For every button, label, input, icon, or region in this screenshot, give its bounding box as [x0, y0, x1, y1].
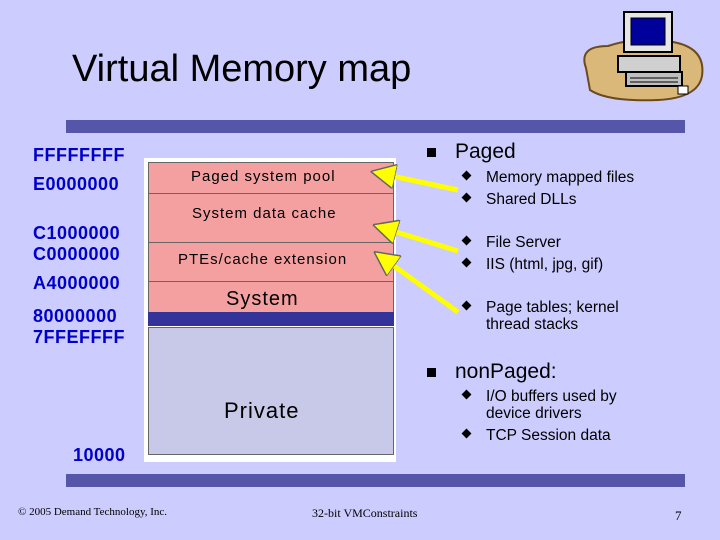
sub-bullet-text: Page tables; kernel thread stacks: [486, 299, 619, 333]
system-boundary-bar: [148, 312, 394, 326]
address-80000000: 80000000: [33, 306, 118, 326]
segment-label: Paged system pool: [191, 168, 336, 185]
segment-label: Private: [224, 398, 300, 423]
sub-bullet-text: File Server: [486, 234, 561, 251]
footer-rule: [66, 474, 685, 487]
address-10000: 10000: [73, 445, 126, 465]
sub-bullet-text: I/O buffers used by device drivers: [486, 388, 617, 422]
arrow-page-tables: [380, 256, 460, 315]
bullet-label: Paged: [455, 140, 516, 163]
footer-copyright: © 2005 Demand Technology, Inc.: [18, 506, 168, 518]
sub-bullet: TCP Session data: [461, 427, 611, 444]
footer-title: 32-bit VMConstraints: [312, 506, 418, 520]
sub-bullet: IIS (html, jpg, gif): [461, 256, 604, 273]
segment-label: PTEs/cache extension: [178, 251, 348, 268]
sub-bullet: I/O buffers used by device drivers: [461, 388, 656, 422]
bullet-paged: Paged: [427, 140, 516, 164]
sub-bullet: Shared DLLs: [461, 191, 577, 208]
sub-bullet: Memory mapped files: [461, 169, 635, 186]
address-7ffeffff: 7FFEFFFF: [33, 327, 125, 347]
sub-bullet-text: Shared DLLs: [486, 191, 577, 208]
sub-bullet-text: Memory mapped files: [486, 169, 635, 186]
segment-system-data-cache: System data cache: [148, 193, 394, 243]
computer-icon: [583, 11, 704, 102]
title-rule: [66, 120, 685, 133]
sub-bullet-text: TCP Session data: [486, 427, 611, 444]
page-number: 7: [675, 508, 682, 523]
arrow-memory-mapped: [378, 173, 459, 193]
sub-bullet-text: IIS (html, jpg, gif): [486, 256, 604, 273]
address-a4000000: A4000000: [33, 273, 121, 293]
address-ffffffff: FFFFFFFF: [33, 145, 125, 165]
segment-private: Private: [148, 327, 394, 455]
square-bullet-icon: [427, 148, 436, 157]
sub-bullet: File Server: [461, 234, 561, 251]
bullet-label: nonPaged:: [455, 360, 557, 383]
segment-label: System data cache: [192, 205, 337, 222]
sub-bullet: Page tables; kernel thread stacks: [461, 299, 666, 333]
arrow-file-server: [380, 227, 459, 254]
bullet-nonpaged: nonPaged:: [427, 360, 557, 384]
segment-label: System: [226, 288, 299, 310]
square-bullet-icon: [427, 368, 436, 377]
segment-ptes-cache-extension: PTEs/cache extension: [148, 242, 394, 282]
slide-title: Virtual Memory map: [72, 48, 412, 90]
address-e0000000: E0000000: [33, 174, 120, 194]
address-c0000000: C0000000: [33, 244, 121, 264]
address-c1000000: C1000000: [33, 223, 121, 243]
